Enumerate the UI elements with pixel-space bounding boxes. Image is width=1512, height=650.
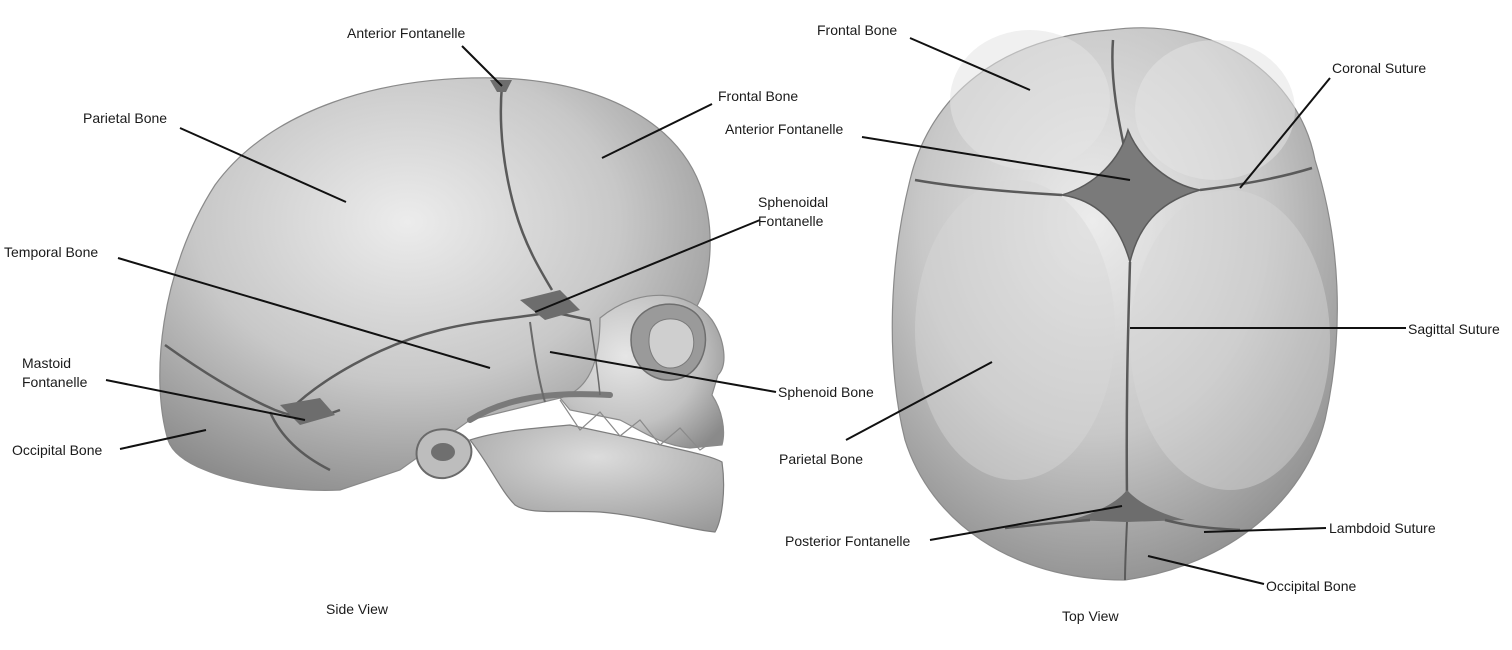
side-label-occipital-bone: Occipital Bone — [12, 442, 103, 458]
side-label-mastoid-fontanelle: Mastoid Fontanelle — [22, 355, 88, 390]
leader-lines — [105, 37, 1406, 585]
side-label-sphenoid-bone: Sphenoid Bone — [778, 384, 874, 400]
side-mandible — [468, 424, 725, 533]
top-label-lambdoid-suture: Lambdoid Suture — [1329, 520, 1436, 536]
side-view-skull — [159, 77, 725, 533]
top-label-occipital-bone: Occipital Bone — [1266, 578, 1357, 594]
top-view-caption: Top View — [1062, 608, 1119, 624]
side-cranium — [159, 77, 711, 491]
leader-top-coronal-suture — [1239, 77, 1331, 189]
leader-top-occipital-bone — [1147, 555, 1265, 585]
leader-top-frontal-bone — [909, 37, 1031, 91]
top-label-anterior-fontanelle: Anterior Fontanelle — [725, 121, 844, 137]
top-label-frontal-bone: Frontal Bone — [817, 22, 898, 38]
top-posterior-fontanelle-area — [1070, 490, 1185, 522]
leader-top-anterior-fontanelle — [861, 136, 1131, 181]
leader-side-frontal-bone — [601, 103, 713, 159]
leader-side-anterior-fontanelle — [461, 45, 503, 87]
leader-side-parietal-bone — [179, 127, 347, 203]
top-sagittal-suture — [1125, 261, 1132, 501]
leader-top-lambdoid-suture — [1203, 527, 1327, 533]
side-label-frontal-bone: Frontal Bone — [718, 88, 799, 104]
leader-side-mastoid-fontanelle — [105, 379, 306, 421]
top-lambdoid-suture — [1004, 518, 1241, 532]
leader-side-sphenoid-bone — [549, 351, 777, 393]
top-view-skull — [891, 27, 1338, 581]
top-label-posterior-fontanelle: Posterior Fontanelle — [785, 533, 911, 549]
leader-side-occipital-bone — [119, 429, 207, 450]
side-label-anterior-fontanelle: Anterior Fontanelle — [347, 25, 466, 41]
leader-side-sphenoidal-fontanelle — [534, 219, 761, 313]
leader-top-posterior-fontanelle — [929, 505, 1123, 541]
top-label-coronal-suture: Coronal Suture — [1332, 60, 1427, 76]
leader-side-temporal-bone — [117, 257, 491, 369]
leader-top-parietal-bone — [845, 361, 993, 441]
side-view-caption: Side View — [326, 601, 389, 617]
side-label-parietal-bone: Parietal Bone — [83, 110, 168, 126]
top-label-parietal-bone: Parietal Bone — [779, 451, 864, 467]
side-label-sphenoidal-fontanelle: Sphenoidal Fontanelle — [758, 194, 829, 229]
side-label-temporal-bone: Temporal Bone — [4, 244, 99, 260]
top-coronal-suture — [914, 166, 1313, 197]
side-coronal-suture — [499, 84, 554, 291]
side-squamosal-suture — [289, 310, 591, 411]
top-label-sagittal-suture: Sagittal Suture — [1408, 321, 1500, 337]
